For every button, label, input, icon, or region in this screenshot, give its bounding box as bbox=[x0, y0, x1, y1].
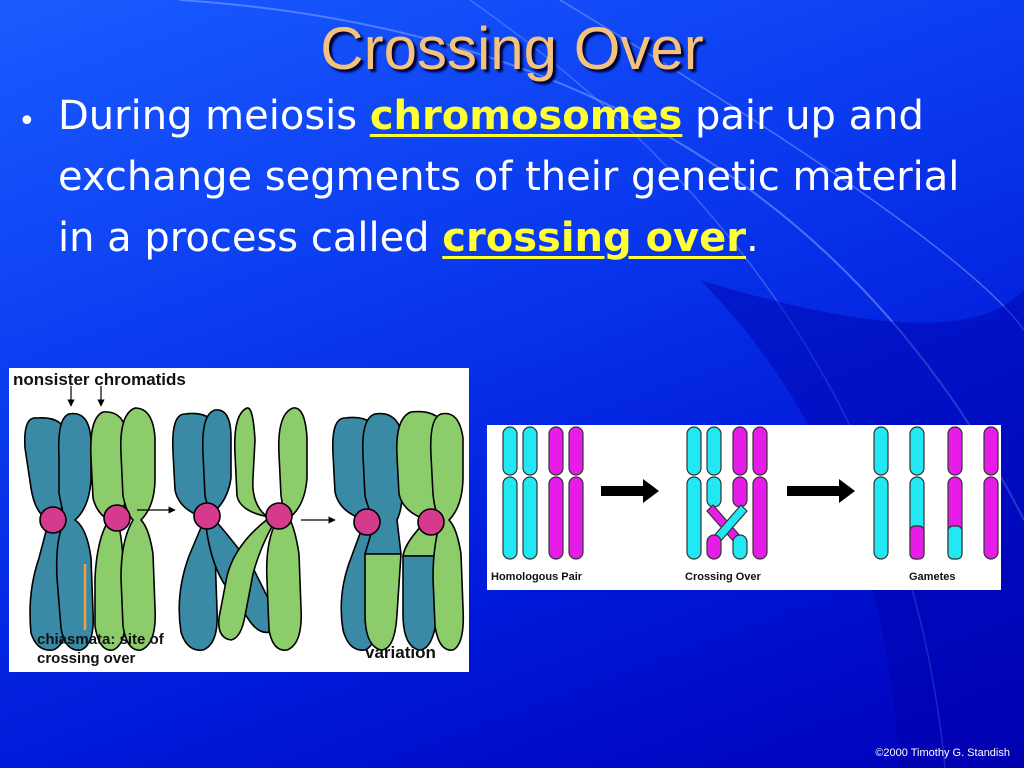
arrow-right-icon bbox=[787, 479, 855, 503]
stage-crossing-over bbox=[686, 426, 768, 560]
chromatid-diagram: nonsister chromatids chiasmata: site of … bbox=[9, 368, 469, 672]
label-variation: variation bbox=[365, 643, 436, 662]
chromatid-illustration bbox=[23, 386, 465, 651]
label-nonsister-chromatids: nonsister chromatids bbox=[13, 370, 186, 389]
label-chiasmata: chiasmata: site of crossing over bbox=[37, 631, 164, 667]
stage-gametes bbox=[873, 426, 999, 560]
term-crossing-over: crossing over bbox=[442, 215, 746, 261]
label-crossing-over: Crossing Over bbox=[685, 571, 761, 583]
gamete-diagram: Homologous Pair Crossing Over Gametes bbox=[487, 425, 1001, 590]
label-homologous-pair: Homologous Pair bbox=[491, 571, 583, 583]
gamete-illustration bbox=[502, 426, 999, 560]
bullet-text-part: During meiosis bbox=[58, 93, 370, 139]
copyright-notice: ©2000 Timothy G. Standish bbox=[875, 747, 1010, 759]
label-gametes: Gametes bbox=[909, 571, 956, 583]
stage-homologous-pair bbox=[502, 426, 584, 560]
stage-paired bbox=[23, 407, 157, 651]
term-chromosomes: chromosomes bbox=[369, 93, 683, 139]
stage-crossing bbox=[171, 407, 308, 651]
bullet-text: During meiosis chromosomes pair up and e… bbox=[58, 86, 1008, 269]
bullet-text-part: pair up and exchange segments of their g… bbox=[58, 93, 960, 261]
bullet-text-part: . bbox=[745, 215, 759, 261]
arrow-right-icon bbox=[601, 479, 659, 503]
stage-variation bbox=[331, 410, 465, 651]
bullet-marker: • bbox=[18, 104, 36, 139]
slide-title: Crossing Over bbox=[320, 15, 704, 82]
